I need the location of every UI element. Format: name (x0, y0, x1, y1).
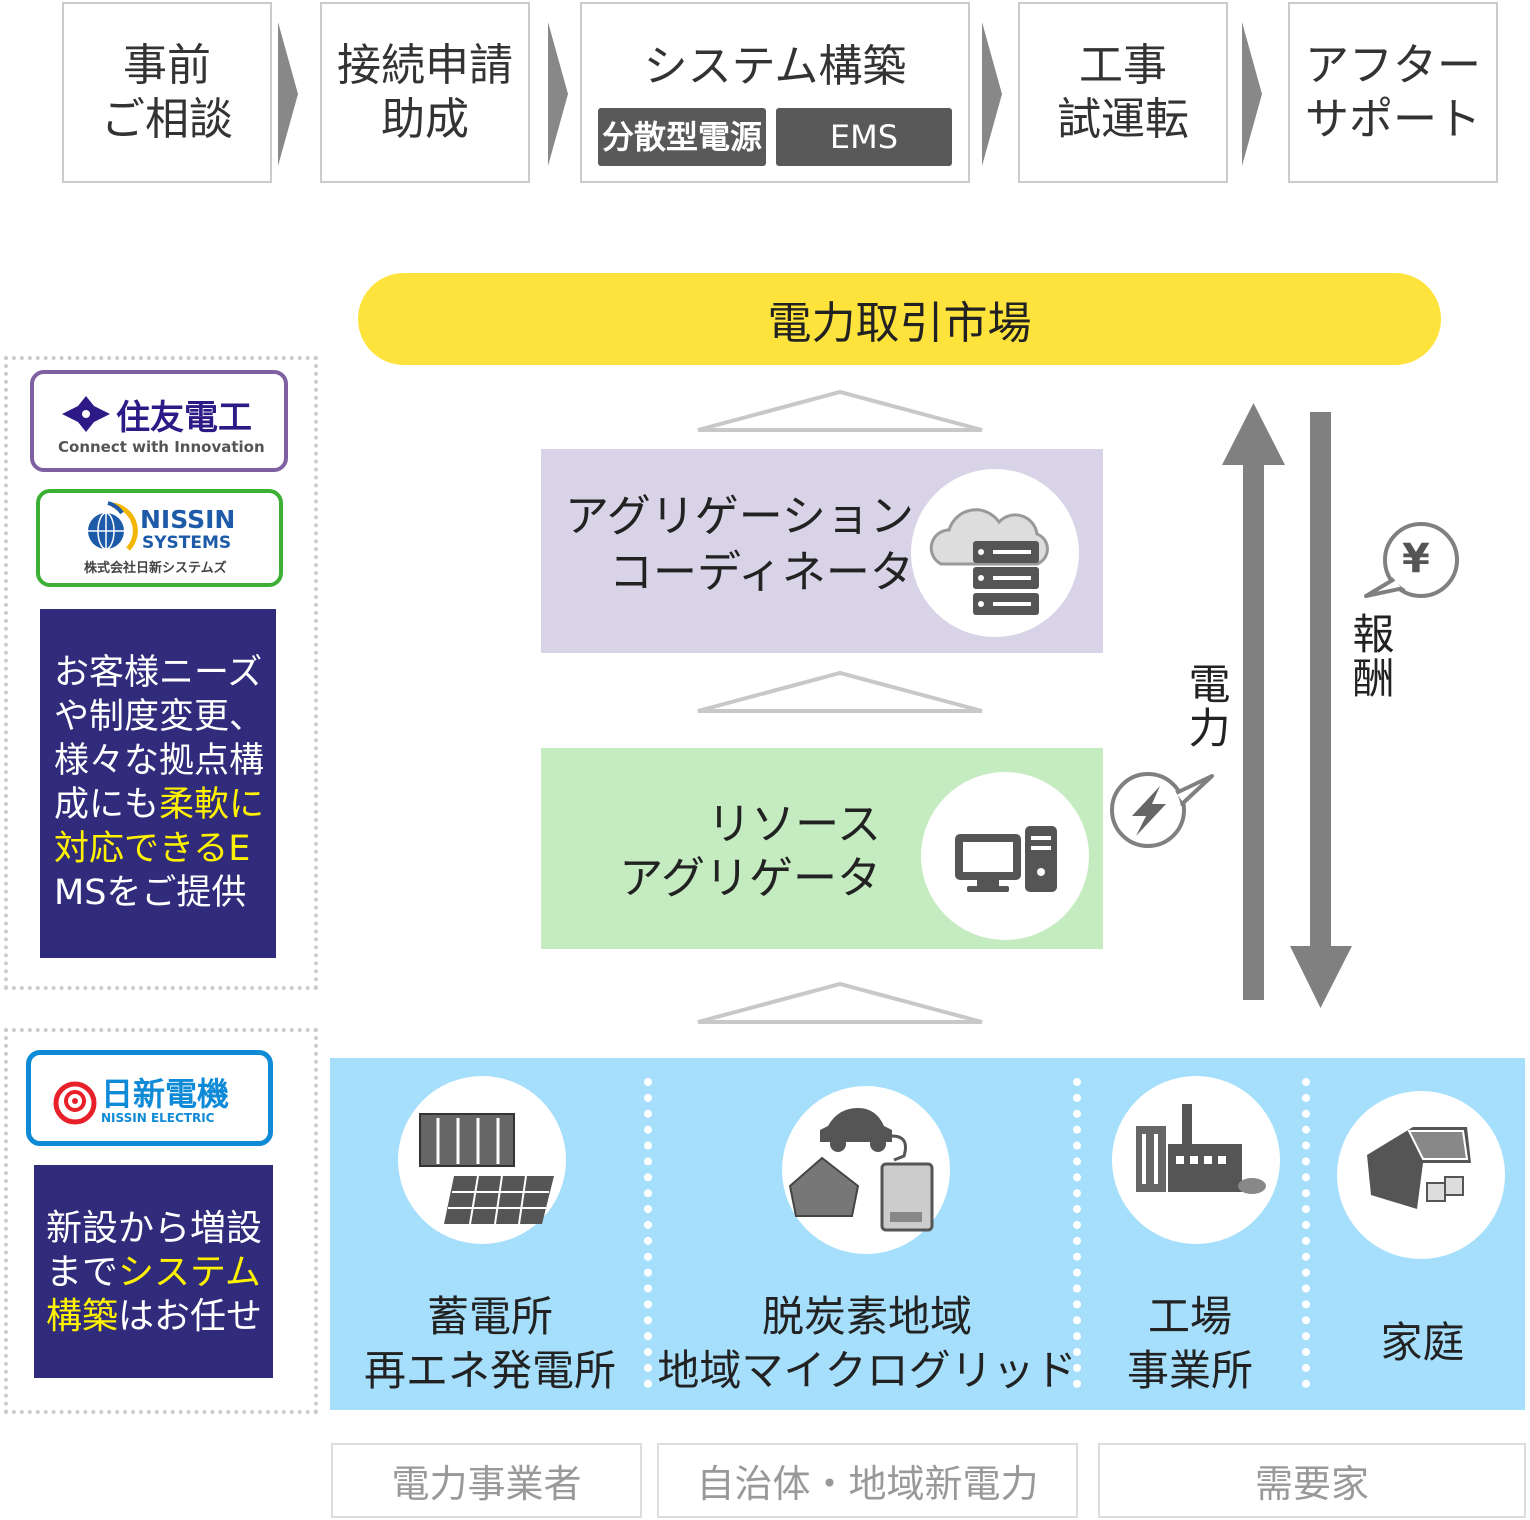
site-label: 工場 (1147, 1292, 1232, 1341)
factory-icon (1112, 1076, 1280, 1244)
coordinator-label: コーディネータ (609, 547, 914, 598)
partner-message-top: お客様ニーズや制度変更、様々な拠点構成にも柔軟に対応できるEMSをご提供 (40, 609, 276, 958)
step-label: 事前 (123, 39, 211, 91)
chevron-up-icon (697, 981, 983, 1024)
step-label: 接続申請 (337, 39, 513, 91)
step-label: 試運転 (1057, 93, 1189, 145)
nissin-systems-jp: 株式会社日新システムズ (84, 561, 227, 576)
tag-ems: EMS (776, 108, 952, 166)
step-label: 助成 (381, 93, 469, 145)
step-label: 工事 (1079, 39, 1167, 91)
globe-icon (88, 501, 138, 551)
site-label: 地域マイクログリッド (657, 1346, 1077, 1395)
message-text: 新設から増設まで (46, 1208, 263, 1293)
house-icon (1337, 1091, 1505, 1259)
site-label-storage: 蓄電所 再エネ発電所 (340, 1290, 640, 1398)
step-system-build: システム構築 分散型電源 EMS (580, 2, 970, 183)
message-text: はお任せ (118, 1296, 263, 1337)
message-text: MSをご提供 (54, 873, 247, 913)
yen-bubble-icon (1364, 522, 1459, 598)
partner-group-top (4, 356, 318, 990)
step-label: アフター (1305, 39, 1481, 91)
power-reward-arrows (1222, 403, 1352, 1008)
step-label: システム構築 (643, 41, 907, 92)
computer-icon (921, 772, 1089, 940)
message-text: お客様ニーズや制度変更、様々な拠点構成にも (54, 653, 265, 825)
aggregator-label: アグリゲータ (619, 853, 881, 904)
microgrid-icon (782, 1086, 950, 1254)
flow-arrow-icon (1242, 22, 1262, 166)
step-construction: 工事 試運転 (1018, 2, 1228, 183)
chevron-up-icon (697, 670, 983, 713)
coordinator-label: アグリゲーション (565, 491, 914, 542)
nissin-electric-en: NISSIN ELECTRIC (101, 1111, 215, 1125)
step-application: 接続申請 助成 (320, 2, 530, 183)
yen-symbol: ¥ (1402, 536, 1430, 582)
nissin-systems-name: NISSIN (140, 505, 236, 534)
site-label-home: 家庭 (1380, 1318, 1465, 1367)
sumitomo-name: 住友電工 (116, 398, 252, 438)
sumitomo-logo: 住友電工 Connect with Innovation (30, 370, 288, 472)
step-label: ご相談 (101, 93, 233, 145)
divider (1073, 1078, 1081, 1388)
category-municipality: 自治体・地域新電力 (657, 1443, 1078, 1518)
step-after-support: アフター サポート (1288, 2, 1498, 183)
flow-arrow-icon (278, 22, 298, 166)
tag-distributed-power: 分散型電源 (598, 108, 766, 166)
nissin-electric-mark-icon (53, 1081, 97, 1125)
sumitomo-mark-icon (62, 396, 110, 432)
message-highlight: 柔軟に対応できるE (54, 785, 265, 869)
power-market: 電力取引市場 (358, 273, 1441, 365)
nissin-electric-name: 日新電機 (101, 1075, 230, 1113)
site-label: 再エネ発電所 (363, 1346, 616, 1395)
power-flow-label: 電力 (1182, 662, 1231, 750)
site-label: 脱炭素地域 (761, 1292, 972, 1341)
site-label: 事業所 (1126, 1346, 1253, 1395)
partner-group-bottom (4, 1028, 318, 1414)
nissin-electric-logo: 日新電機 NISSIN ELECTRIC (26, 1050, 273, 1146)
message-highlight: システム構築 (46, 1252, 261, 1337)
site-label: 蓄電所 (426, 1292, 553, 1341)
step-consultation: 事前 ご相談 (62, 2, 272, 183)
chevron-up-icon (697, 389, 983, 432)
step-label: サポート (1305, 93, 1481, 145)
battery-solar-icon (398, 1076, 566, 1244)
site-label-factory: 工場 事業所 (1090, 1290, 1290, 1398)
lightning-bubble-icon (1110, 772, 1214, 848)
sumitomo-tagline: Connect with Innovation (58, 438, 265, 456)
site-label-microgrid: 脱炭素地域 地域マイクログリッド (652, 1290, 1082, 1398)
category-consumer: 需要家 (1098, 1443, 1526, 1518)
flow-arrow-icon (982, 22, 1002, 166)
resource-aggregator: リソース アグリゲータ (541, 748, 1103, 949)
reward-flow-label: 報酬 (1346, 612, 1395, 700)
cloud-server-icon (911, 469, 1079, 637)
nissin-systems-name2: SYSTEMS (142, 533, 232, 553)
arrow-down-icon (1290, 412, 1352, 1008)
arrow-up-icon (1222, 403, 1285, 1000)
aggregation-coordinator: アグリゲーション コーディネータ (541, 449, 1103, 653)
nissin-systems-logo: NISSIN SYSTEMS 株式会社日新システムズ (36, 489, 283, 587)
flow-arrow-icon (548, 22, 568, 166)
partner-message-bottom: 新設から増設までシステム構築はお任せ (34, 1165, 273, 1378)
aggregator-label: リソース (707, 799, 881, 850)
divider (644, 1078, 652, 1388)
category-power-company: 電力事業者 (331, 1443, 642, 1518)
divider (1302, 1078, 1310, 1388)
